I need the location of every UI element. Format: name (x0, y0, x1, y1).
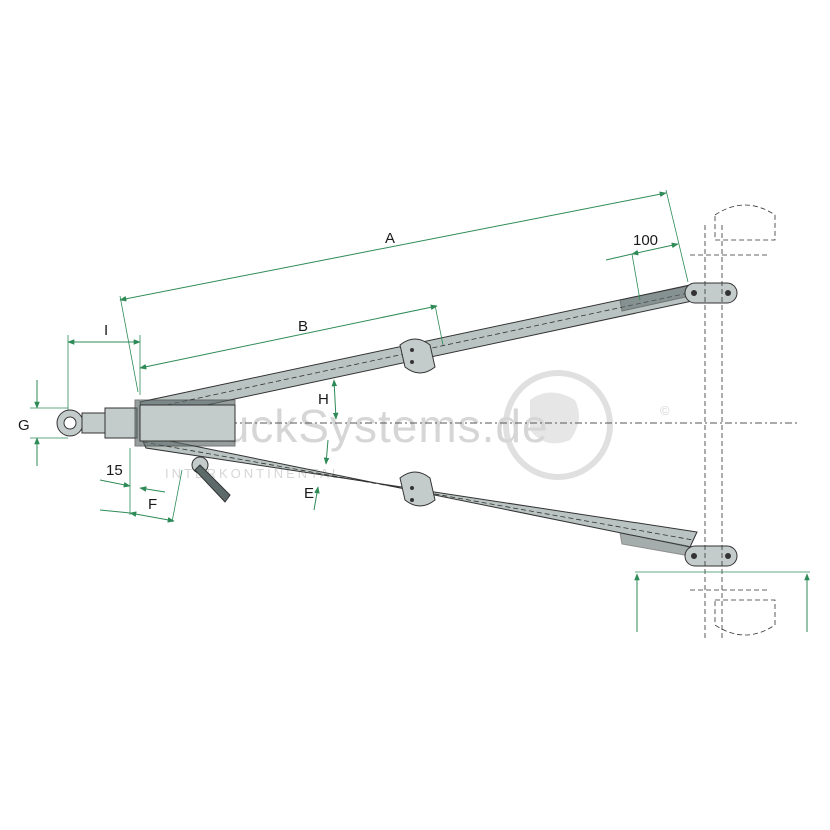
label-I: I (104, 322, 108, 339)
label-F: F (148, 496, 157, 513)
label-100: 100 (633, 232, 658, 249)
dimension-labels: A 100 B I G H E 15 F (18, 230, 658, 513)
lower-bracket (399, 471, 436, 507)
label-G: G (18, 417, 30, 434)
label-15: 15 (106, 462, 123, 479)
label-E: E (304, 485, 314, 502)
axle-dashed-outline (690, 204, 776, 640)
globe-icon (503, 370, 613, 480)
watermark-copyright: © (660, 403, 673, 418)
upper-eye-plate (684, 282, 738, 304)
lower-eye-plate (684, 545, 738, 567)
label-A: A (385, 230, 395, 247)
label-H: H (318, 391, 329, 408)
lower-arm (139, 434, 738, 567)
label-B: B (298, 318, 308, 335)
watermark: TruckSystems.de © INTERKONTINENTAL (165, 370, 673, 481)
coupling-head (56, 399, 236, 503)
dimension-lines (30, 189, 810, 632)
watermark-brand: TruckSystems.de (180, 400, 549, 452)
upper-arm (139, 282, 738, 419)
